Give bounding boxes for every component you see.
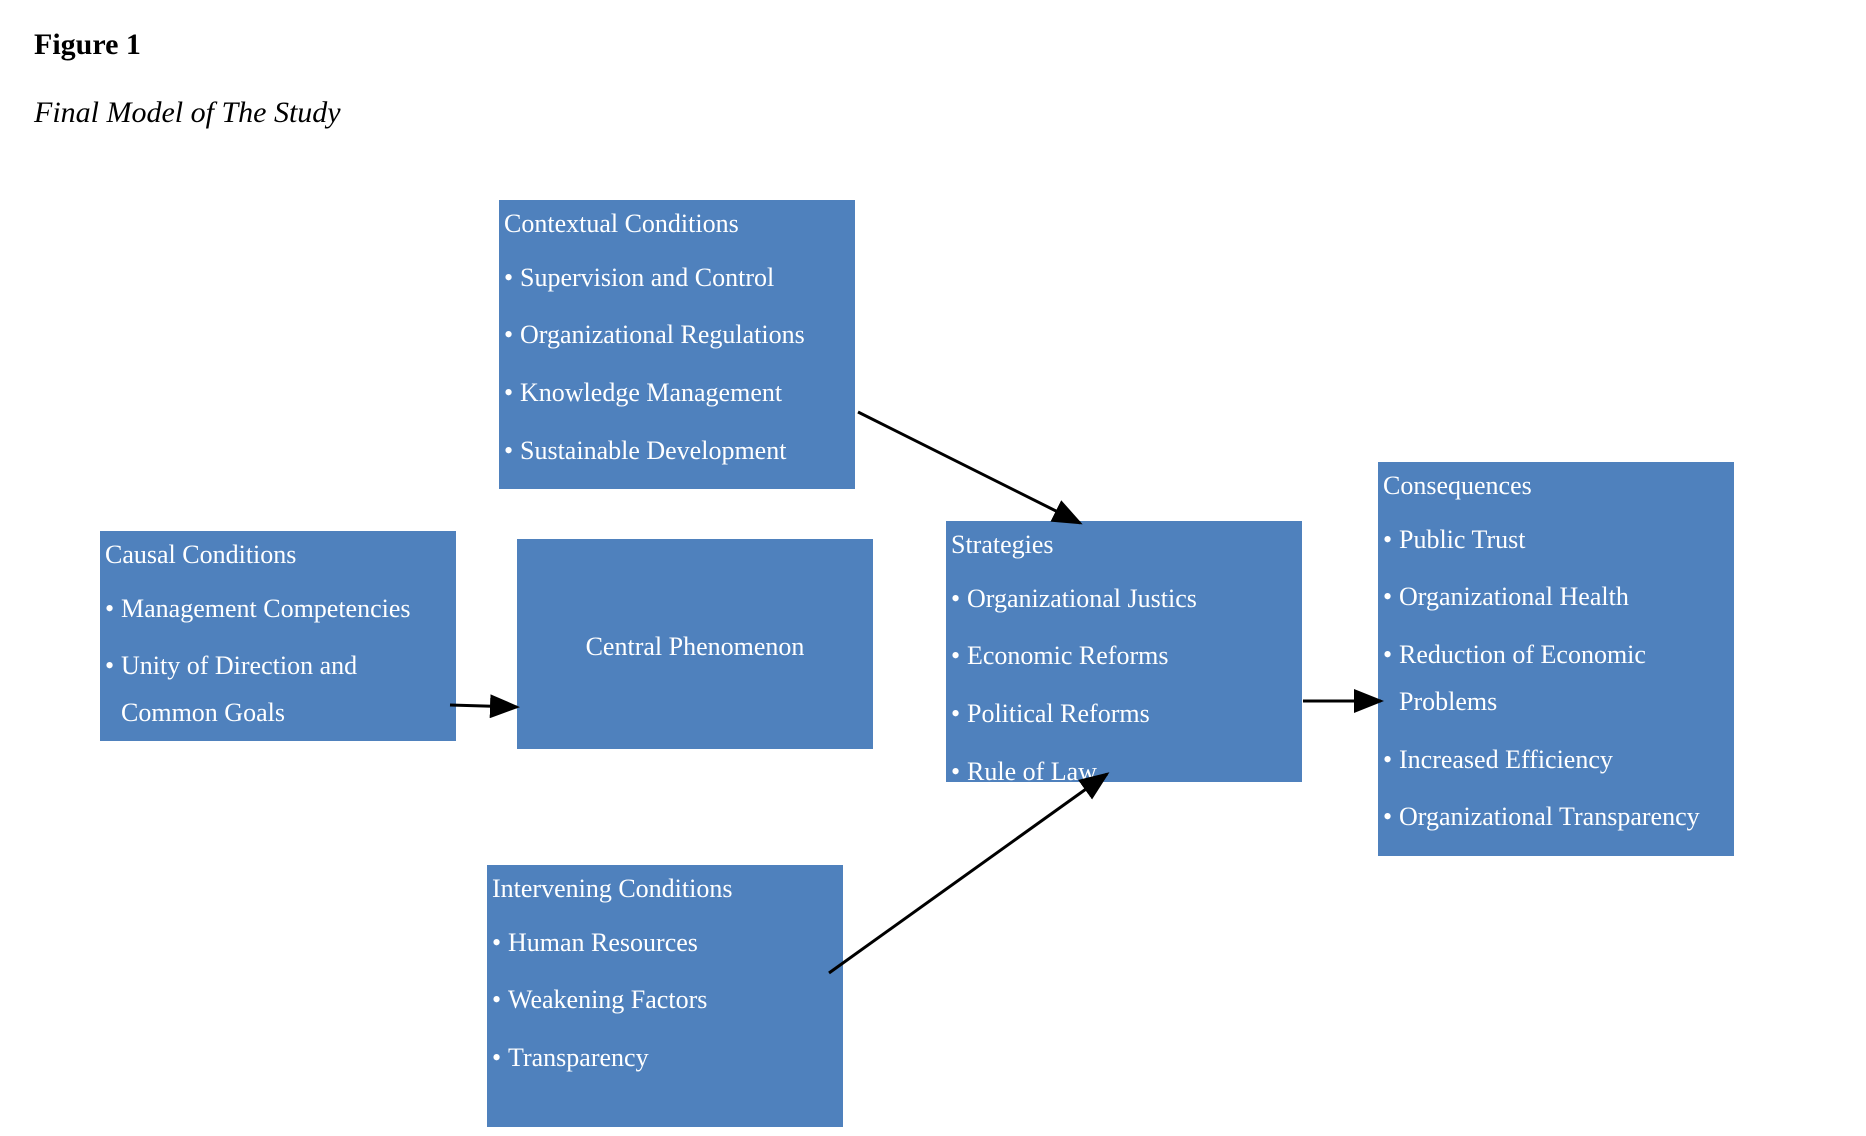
- arrow-intervening-to-strategies: [828, 772, 1110, 975]
- arrow-causal-to-central: [449, 694, 520, 719]
- strategies-box: Strategies Organizational Justics Econom…: [946, 521, 1302, 795]
- strategies-title: Strategies: [951, 530, 1054, 559]
- intervening-item-transparency: Transparency: [492, 1035, 838, 1082]
- contextual-item-supervision: Supervision and Control: [504, 255, 850, 302]
- strategies-item-justics: Organizational Justics: [951, 576, 1297, 623]
- figure-title: Final Model of The Study: [34, 96, 341, 129]
- consequences-title: Consequences: [1383, 471, 1532, 500]
- contextual-conditions-title: Contextual Conditions: [504, 209, 739, 238]
- arrow-contextual-to-strategies: [857, 410, 1083, 525]
- causal-conditions-list: Management Competencies Unity of Directi…: [105, 586, 451, 737]
- intervening-item-weakening: Weakening Factors: [492, 977, 838, 1024]
- strategies-item-economic: Economic Reforms: [951, 633, 1297, 680]
- central-phenomenon-title: Central Phenomenon: [585, 632, 805, 661]
- causal-conditions-box: Causal Conditions Management Competencie…: [100, 531, 456, 741]
- consequences-item-health: Organizational Health: [1383, 574, 1729, 621]
- strategies-item-political: Political Reforms: [951, 691, 1297, 738]
- contextual-item-sustainable: Sustainable Development: [504, 428, 850, 475]
- contextual-item-knowledge: Knowledge Management: [504, 370, 850, 417]
- causal-item-unity: Unity of Direction and Common Goals: [105, 643, 451, 737]
- intervening-conditions-list: Human Resources Weakening Factors Transp…: [492, 920, 838, 1082]
- consequences-item-efficiency: Increased Efficiency: [1383, 737, 1729, 784]
- causal-item-competencies: Management Competencies: [105, 586, 451, 633]
- consequences-item-trust: Public Trust: [1383, 517, 1729, 564]
- contextual-conditions-box: Contextual Conditions Supervision and Co…: [499, 200, 855, 489]
- intervening-item-human: Human Resources: [492, 920, 838, 967]
- consequences-box: Consequences Public Trust Organizational…: [1378, 462, 1734, 856]
- figure-label: Figure 1: [34, 28, 141, 61]
- contextual-item-regulations: Organizational Regulations: [504, 312, 850, 359]
- contextual-conditions-list: Supervision and Control Organizational R…: [504, 255, 850, 475]
- strategies-list: Organizational Justics Economic Reforms …: [951, 576, 1297, 796]
- intervening-conditions-title: Intervening Conditions: [492, 874, 733, 903]
- consequences-item-transparency: Organizational Transparency: [1383, 794, 1729, 841]
- strategies-item-rule-of-law: Rule of Law: [951, 749, 1297, 796]
- causal-conditions-title: Causal Conditions: [105, 540, 297, 569]
- consequences-item-economic: Reduction of Economic Problems: [1383, 632, 1729, 726]
- central-phenomenon-box: Central Phenomenon: [517, 539, 873, 749]
- consequences-list: Public Trust Organizational Health Reduc…: [1383, 517, 1729, 842]
- intervening-conditions-box: Intervening Conditions Human Resources W…: [487, 865, 843, 1127]
